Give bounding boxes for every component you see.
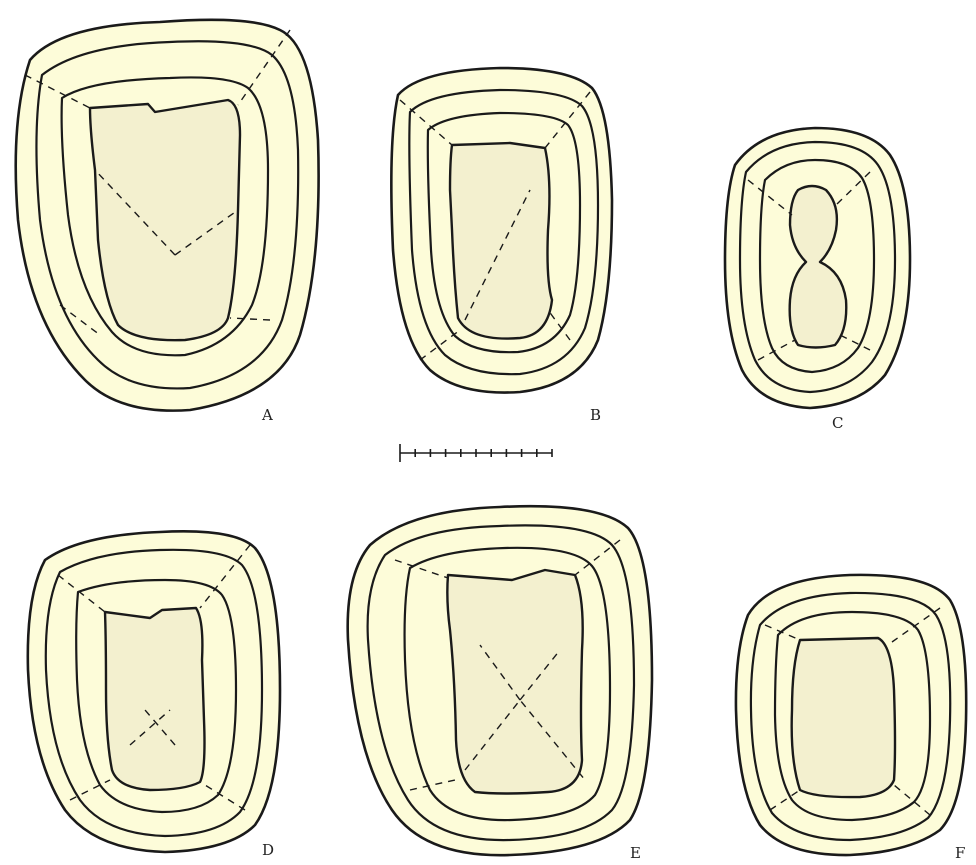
specimen-b: B: [391, 68, 612, 424]
specimen-e-label: E: [630, 844, 641, 862]
scale-bar: [400, 444, 552, 462]
specimen-c-label: C: [832, 414, 843, 432]
specimen-d: D: [28, 531, 280, 859]
specimen-b-label: B: [590, 406, 601, 424]
specimen-a-label: A: [261, 406, 273, 424]
specimen-d-label: D: [262, 841, 274, 859]
specimen-f: F: [736, 575, 966, 862]
specimen-f-label: F: [955, 844, 965, 862]
specimen-c: C: [725, 128, 910, 432]
specimen-a: A: [16, 20, 319, 424]
specimen-e: E: [348, 506, 652, 862]
